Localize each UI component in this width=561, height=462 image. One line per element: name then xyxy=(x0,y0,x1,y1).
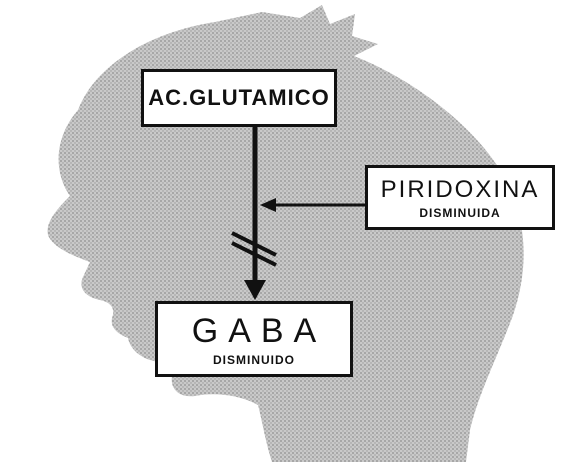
main-arrow-head xyxy=(244,280,266,300)
pyridoxine-box: PIRIDOXINA DISMINUIDA xyxy=(365,165,555,230)
block-slash-1 xyxy=(231,231,277,257)
glutamic-acid-label: AC.GLUTAMICO xyxy=(148,85,330,110)
gaba-box: GABA DISMINUIDO xyxy=(155,301,353,377)
gaba-label: GABA xyxy=(191,312,327,350)
glutamic-acid-box: AC.GLUTAMICO xyxy=(141,69,337,127)
side-arrow-head xyxy=(260,198,276,212)
gaba-sublabel: DISMINUIDO xyxy=(213,353,295,367)
pyridoxine-label: PIRIDOXINA xyxy=(380,176,540,203)
pyridoxine-sublabel: DISMINUIDA xyxy=(419,206,501,220)
block-slash-2 xyxy=(231,241,277,267)
